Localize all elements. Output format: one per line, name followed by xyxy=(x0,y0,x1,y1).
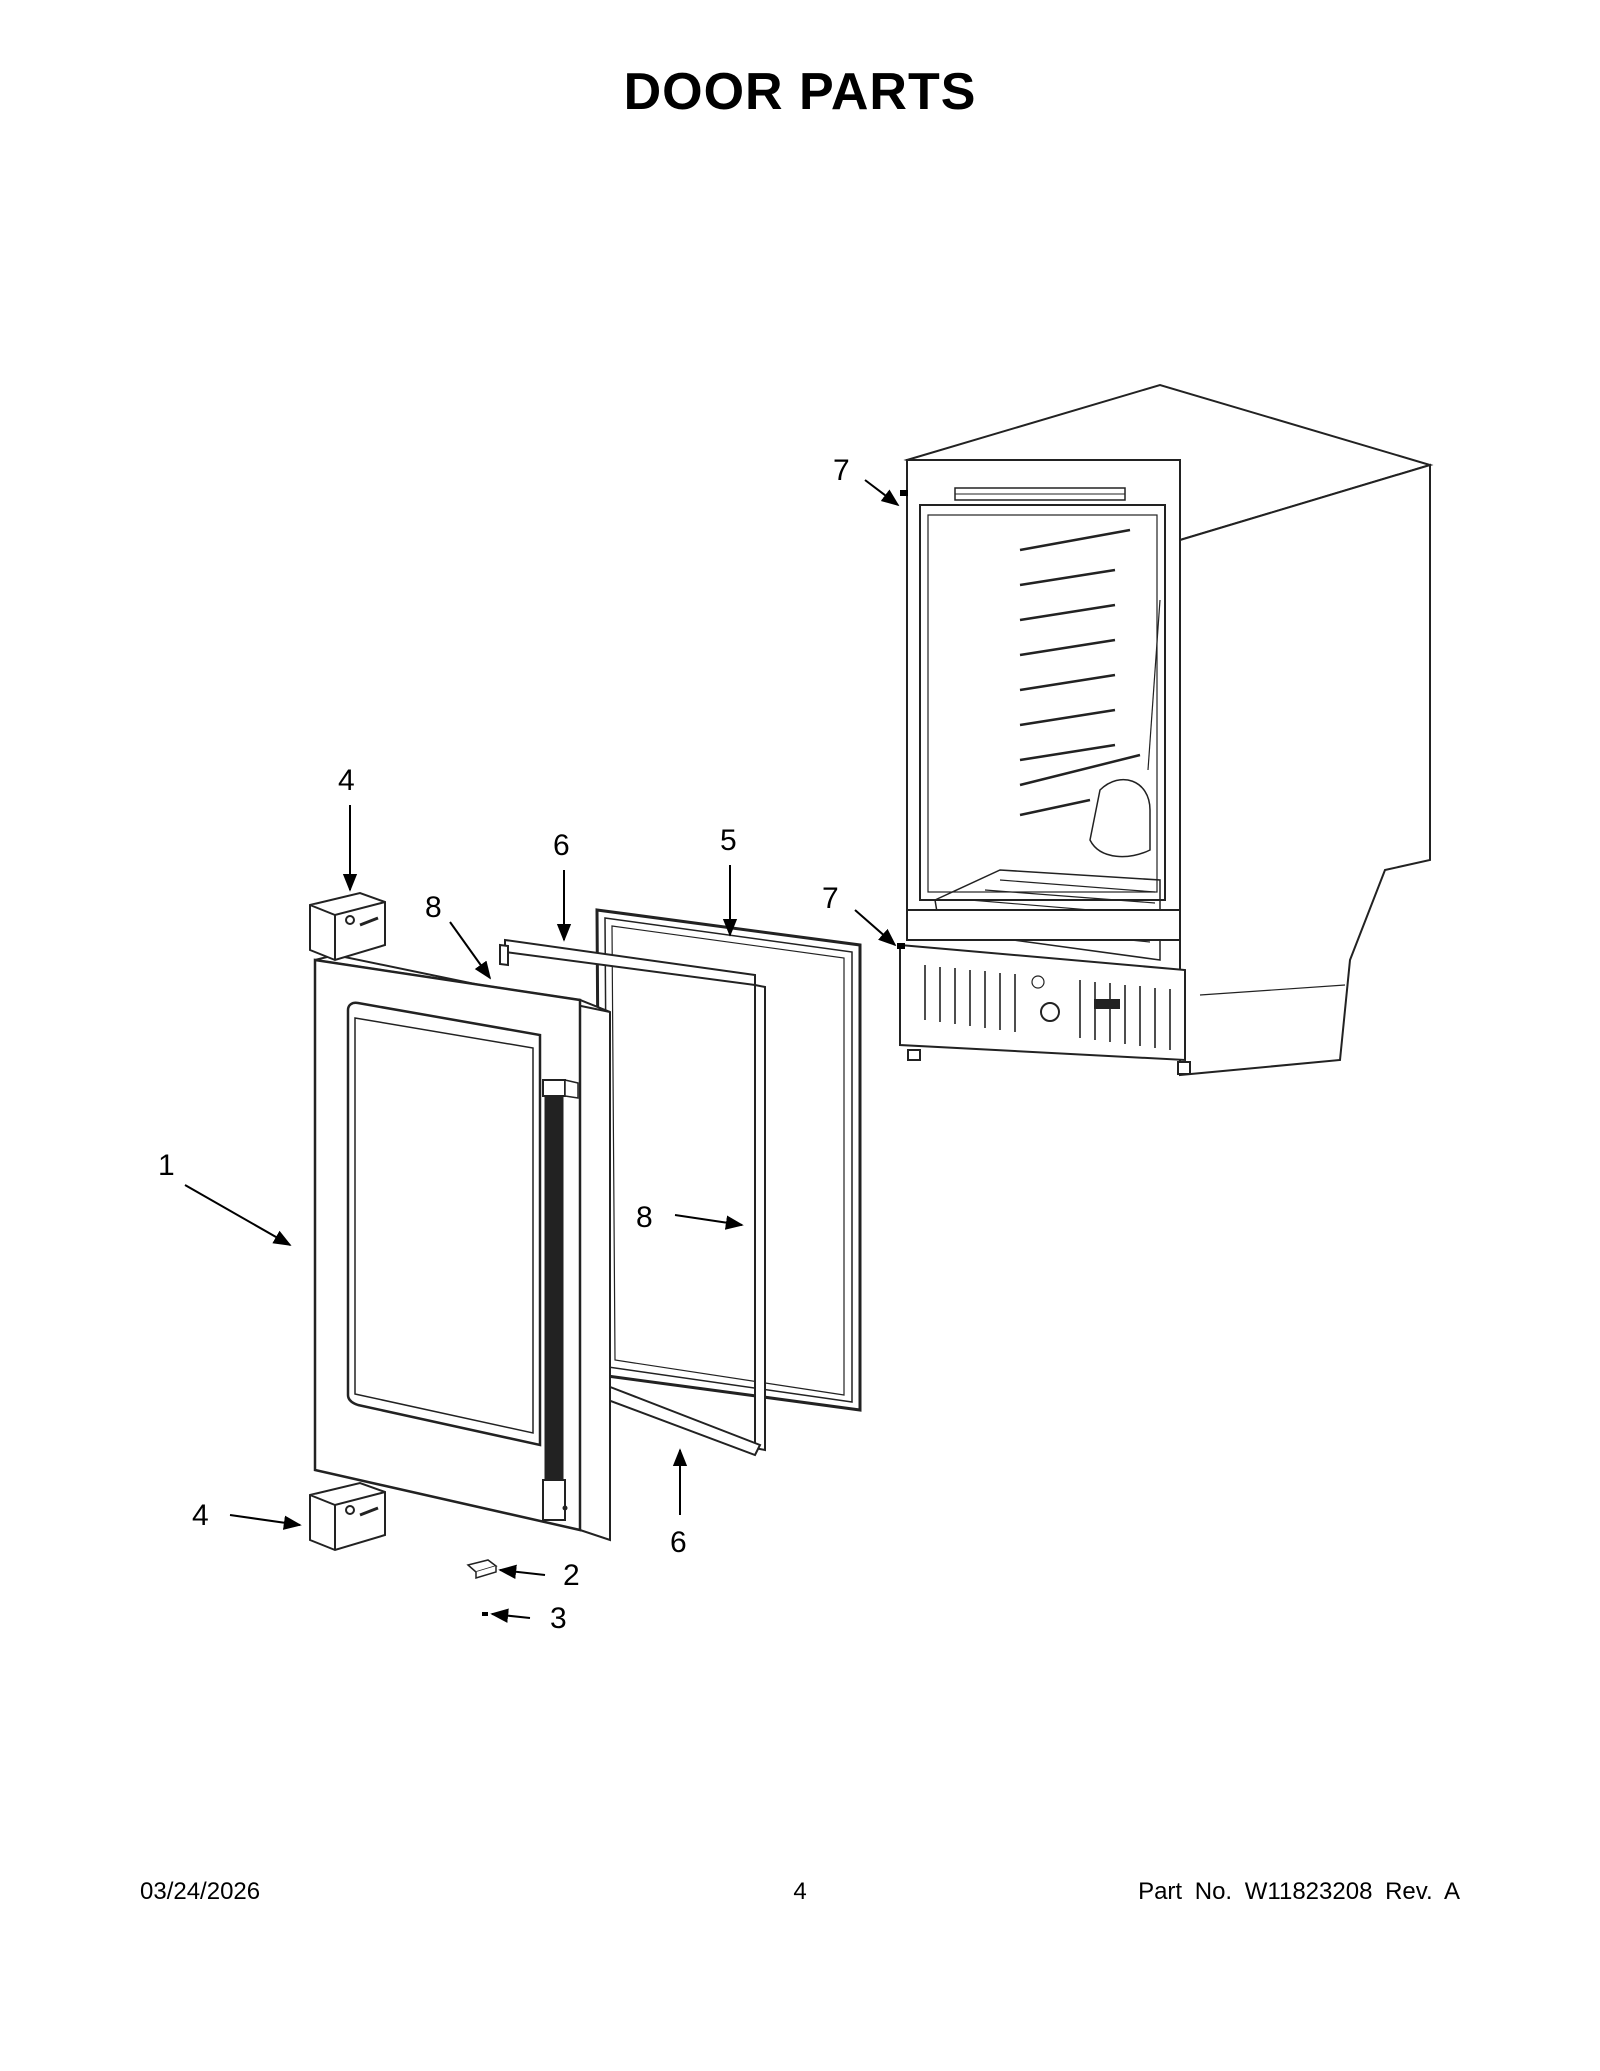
hinge-top-icon xyxy=(309,891,386,962)
callout-8-top: 8 xyxy=(425,891,442,924)
callout-5: 5 xyxy=(720,824,737,857)
callout-8-middle: 8 xyxy=(636,1201,653,1234)
hinge-bottom-icon xyxy=(309,1481,386,1552)
screw-bottom-icon xyxy=(897,943,905,949)
door-gasket xyxy=(595,908,862,1412)
screw-top-icon xyxy=(900,490,908,496)
callout-6-bottom: 6 xyxy=(670,1526,687,1559)
cabinet xyxy=(899,383,1434,1077)
small-screw-icon xyxy=(482,1612,488,1616)
page-title: DOOR PARTS xyxy=(623,63,977,121)
callout-1: 1 xyxy=(158,1149,175,1182)
door-panel xyxy=(313,953,611,1542)
callout-7-top: 7 xyxy=(833,454,850,487)
callout-6-top: 6 xyxy=(553,829,570,862)
footer-part-number: Part No. W11823208 Rev. A xyxy=(1138,1878,1460,1905)
callout-3: 3 xyxy=(550,1602,567,1635)
footer-date: 03/24/2026 xyxy=(140,1878,261,1905)
leader-arrows xyxy=(184,479,900,1623)
footer-page-number: 4 xyxy=(793,1878,807,1905)
door-handle xyxy=(542,1079,579,1521)
callout-2: 2 xyxy=(563,1559,580,1592)
clip-icon xyxy=(466,1559,498,1580)
callout-4-bottom: 4 xyxy=(192,1499,209,1532)
callout-4-top: 4 xyxy=(338,764,355,797)
door-trim-strips xyxy=(499,938,766,1457)
callout-7-bottom: 7 xyxy=(822,882,839,915)
